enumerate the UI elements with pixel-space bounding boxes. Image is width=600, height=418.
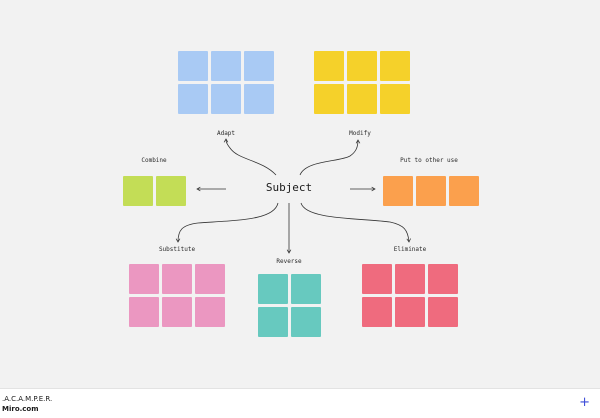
- modify-label: Modify: [349, 130, 371, 137]
- sticky-note[interactable]: [416, 176, 446, 206]
- sticky-note[interactable]: [129, 264, 159, 294]
- eliminate-sticky-grid[interactable]: [362, 264, 458, 327]
- arrow-to-substitute: [175, 202, 279, 243]
- modify-sticky-grid[interactable]: [314, 51, 410, 114]
- adapt-sticky-grid[interactable]: [178, 51, 274, 114]
- sticky-note[interactable]: [428, 297, 458, 327]
- central-subject[interactable]: Subject: [265, 181, 313, 194]
- put-to-other-use-label: Put to other use: [400, 157, 458, 164]
- sticky-note[interactable]: [380, 84, 410, 114]
- sticky-note[interactable]: [395, 297, 425, 327]
- arrow-to-modify: [299, 139, 361, 176]
- sticky-note[interactable]: [195, 264, 225, 294]
- sticky-note[interactable]: [211, 51, 241, 81]
- sticky-note[interactable]: [244, 51, 274, 81]
- sticky-note[interactable]: [258, 307, 288, 337]
- sticky-note[interactable]: [383, 176, 413, 206]
- sticky-note[interactable]: [195, 297, 225, 327]
- sticky-note[interactable]: [395, 264, 425, 294]
- substitute-label: Substitute: [158, 246, 196, 253]
- sticky-note[interactable]: [258, 274, 288, 304]
- sticky-note[interactable]: [178, 51, 208, 81]
- sticky-note[interactable]: [244, 84, 274, 114]
- sticky-note[interactable]: [314, 51, 344, 81]
- sticky-note[interactable]: [211, 84, 241, 114]
- brand-link[interactable]: Miro.com: [2, 405, 39, 413]
- board-title: .A.C.A.M.P.E.R.: [2, 395, 53, 403]
- arrow-to-eliminate: [300, 202, 411, 243]
- put-to-other-use-sticky-grid[interactable]: [383, 176, 479, 206]
- reverse-label: Reverse: [276, 258, 302, 265]
- sticky-note[interactable]: [314, 84, 344, 114]
- sticky-note[interactable]: [428, 264, 458, 294]
- adapt-label: Adapt: [216, 130, 236, 137]
- sticky-note[interactable]: [347, 84, 377, 114]
- substitute-sticky-grid[interactable]: [129, 264, 225, 327]
- sticky-note[interactable]: [362, 297, 392, 327]
- combine-label: Combine: [141, 157, 167, 164]
- eliminate-label: Eliminate: [393, 246, 427, 253]
- combine-sticky-grid[interactable]: [123, 176, 186, 206]
- sticky-note[interactable]: [291, 274, 321, 304]
- sticky-note[interactable]: [156, 176, 186, 206]
- sticky-note[interactable]: [123, 176, 153, 206]
- sticky-note[interactable]: [162, 264, 192, 294]
- sticky-note[interactable]: [380, 51, 410, 81]
- reverse-sticky-grid[interactable]: [258, 274, 321, 337]
- sticky-note[interactable]: [347, 51, 377, 81]
- sticky-note[interactable]: [362, 264, 392, 294]
- sticky-note[interactable]: [129, 297, 159, 327]
- arrow-to-adapt: [223, 138, 277, 176]
- sticky-note[interactable]: [178, 84, 208, 114]
- sticky-note[interactable]: [291, 307, 321, 337]
- plus-icon[interactable]: +: [579, 395, 590, 410]
- sticky-note[interactable]: [162, 297, 192, 327]
- sticky-note[interactable]: [449, 176, 479, 206]
- whiteboard-canvas[interactable]: Adapt Modify Combine Subject Put to othe…: [0, 0, 600, 388]
- footer-bar: .A.C.A.M.P.E.R. Miro.com +: [0, 388, 600, 418]
